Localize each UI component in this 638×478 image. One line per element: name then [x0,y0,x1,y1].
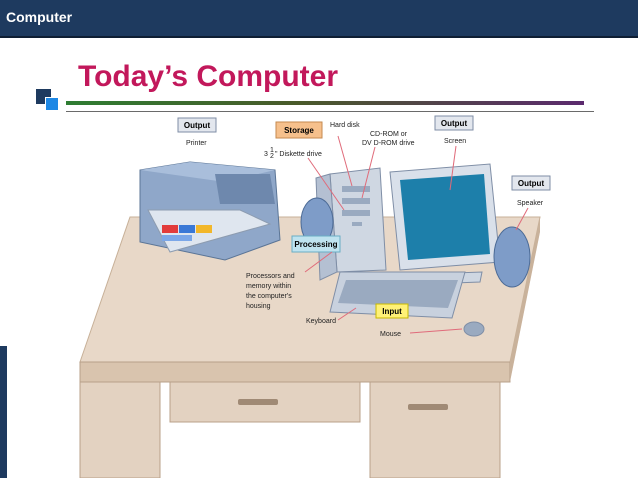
leader-line-cdrom [361,146,376,199]
processing-tag: Processing [294,240,337,249]
diskette-size-prefix: 3 [264,151,268,158]
keyboard-illustration [329,271,466,319]
screen-callout: Output Screen [434,115,474,145]
printer-caption: Printer [186,140,207,147]
computer-illustration: Output Printer Storage Hard disk CD-ROM … [70,112,590,478]
processing-line3: the computer's [246,293,292,300]
header-title: Computer [6,9,73,25]
keyboard-callout: Keyboard [306,318,336,325]
mouse-caption: Mouse [380,331,401,338]
slide-title: Today’s Computer [78,60,339,93]
cdrom-label-line2: DV D-ROM drive [362,140,415,147]
processing-line1: Processors and [246,273,295,280]
printer-callout: Output Printer [177,117,217,147]
diskette-size-denominator: 2 [270,153,274,160]
diskette-label: " Diskette drive [275,151,322,158]
processing-line2: memory within [246,283,291,290]
leader-line-hard-disk [337,135,353,187]
leader-line-processing [304,251,333,273]
storage-tag: Storage [284,126,314,135]
mouse-illustration [463,321,485,337]
leader-line-diskette [307,157,345,211]
monitor-illustration [389,163,501,285]
keyboard-caption: Keyboard [306,318,336,325]
bullet-square-light-icon [45,97,59,111]
leader-line-screen [449,145,457,191]
speaker-callout: Output Speaker [511,175,551,207]
left-accent-bar [0,346,7,478]
leader-lines [304,135,529,334]
leader-line-speaker [515,207,529,231]
input-tag: Input [382,307,402,316]
processing-line4: housing [246,303,271,310]
header-bar: Computer [0,0,638,38]
storage-callout: Storage Hard disk CD-ROM or DV D-ROM dri… [264,121,415,160]
leader-line-mouse [409,328,463,334]
diskette-size-numerator: 1 [270,147,274,154]
printer-illustration [139,161,281,261]
hard-disk-label: Hard disk [330,122,360,129]
speaker-caption: Speaker [517,200,544,207]
printer-tag: Output [184,121,211,130]
input-callout: Input Mouse [375,303,409,338]
speaker-tag: Output [518,179,545,188]
processing-callout: Processing Processors and memory within … [246,235,341,310]
title-thin-rule [66,111,594,112]
screen-tag: Output [441,119,468,128]
cdrom-label-line1: CD-ROM or [370,131,408,138]
leader-line-keyboard [337,307,357,321]
title-underline [66,101,584,105]
screen-caption: Screen [444,138,466,145]
computer-diagram-svg: Output Printer Storage Hard disk CD-ROM … [79,115,551,478]
